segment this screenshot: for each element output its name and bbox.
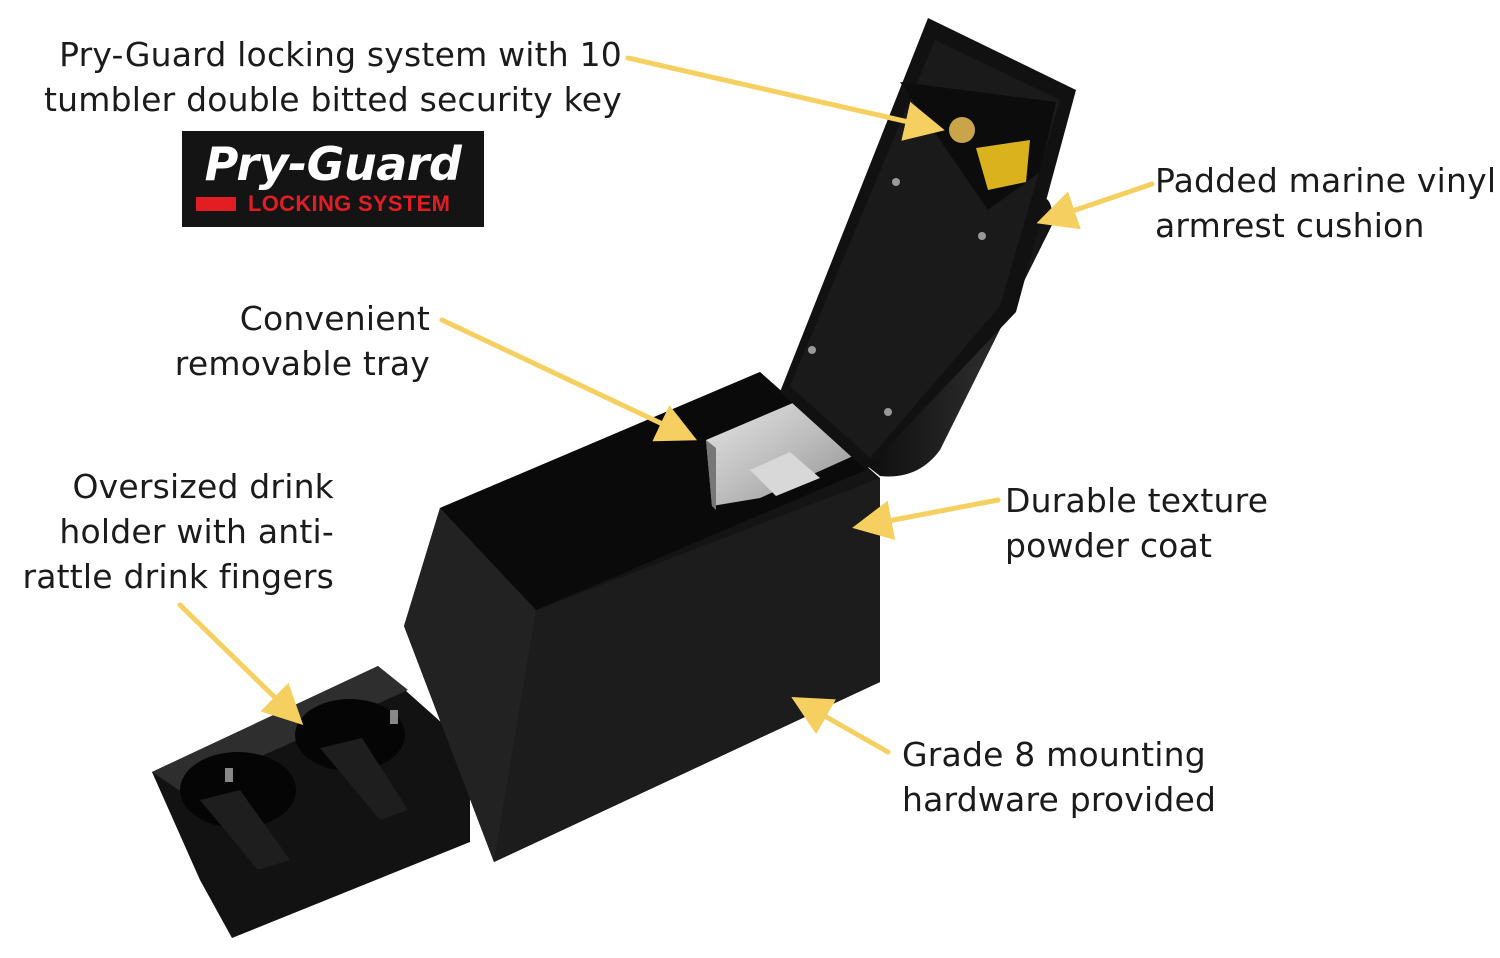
callout-line: armrest cushion [1155, 206, 1425, 245]
callout-line: powder coat [1005, 526, 1213, 565]
callout-locking-system: Pry-Guard locking system with 10 tumbler… [40, 32, 622, 122]
callout-line: Oversized drink [72, 467, 334, 506]
callout-line: holder with anti- [59, 512, 334, 551]
callout-line: Pry-Guard locking system with 10 [59, 35, 622, 74]
callout-arrows [177, 55, 1155, 755]
coat-arrow [852, 497, 1001, 541]
logo-wordmark: Pry-Guard [204, 137, 462, 191]
drink-arrow [177, 602, 304, 725]
callout-line: tumbler double bitted security key [44, 80, 622, 119]
callout-line: removable tray [174, 344, 430, 383]
hardware-arrow [791, 697, 891, 755]
callout-armrest-cushion: Padded marine vinyl armrest cushion [1155, 158, 1496, 248]
logo-subtitle: LOCKING SYSTEM [248, 191, 451, 216]
callout-removable-tray: Convenient removable tray [110, 296, 430, 386]
console-lid [780, 18, 1076, 470]
drink-holder [152, 666, 470, 938]
callout-line: Grade 8 mounting [902, 735, 1206, 774]
callout-mounting-hardware: Grade 8 mounting hardware provided [902, 732, 1216, 822]
callout-line: Padded marine vinyl [1155, 161, 1497, 200]
logo-red-bar [196, 197, 236, 211]
callout-drink-holder: Oversized drink holder with anti- rattle… [0, 464, 334, 599]
callout-line: Durable texture [1005, 481, 1269, 520]
callout-line: hardware provided [902, 780, 1217, 819]
pry-guard-logo: Pry-Guard LOCKING SYSTEM [182, 131, 484, 227]
lock-arrow [625, 55, 945, 141]
callout-line: rattle drink fingers [22, 557, 334, 596]
callout-powder-coat: Durable texture powder coat [1005, 478, 1268, 568]
callout-line: Convenient [239, 299, 430, 338]
tray-arrow [439, 317, 698, 442]
cushion-arrow [1036, 181, 1155, 230]
